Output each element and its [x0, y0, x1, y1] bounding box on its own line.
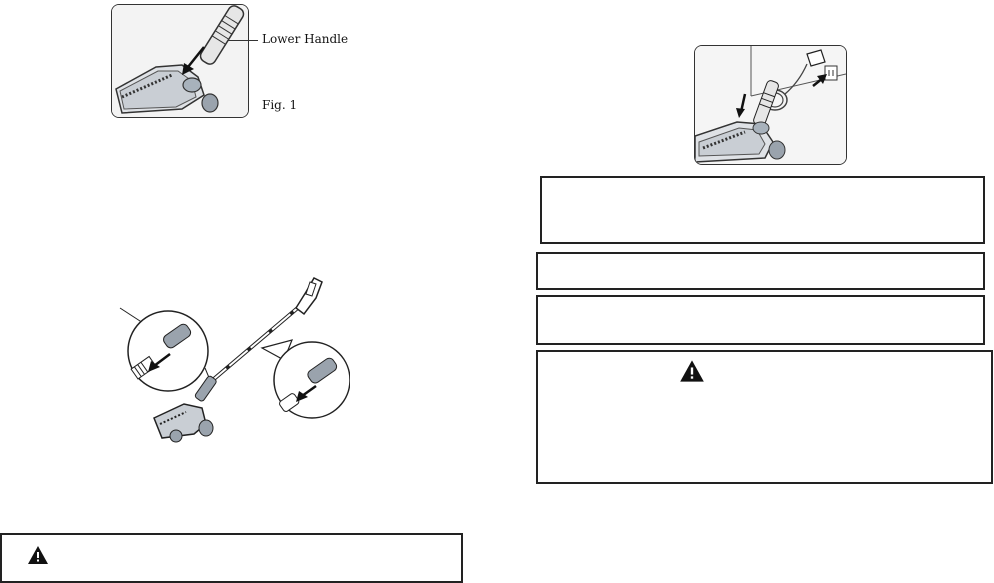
vacuum-lower-handle-illustration [112, 5, 248, 117]
notice-box-3 [536, 295, 985, 345]
figure-2-image [110, 268, 350, 458]
notice-box-1 [540, 176, 985, 244]
notice-box-2 [536, 252, 985, 290]
figure-1-image [111, 4, 249, 118]
warning-triangle-icon [28, 546, 48, 564]
callout-leader-line [228, 40, 258, 41]
warning-box-left [0, 533, 463, 583]
lower-handle-label: Lower Handle [262, 32, 349, 46]
warning-box-right [536, 350, 993, 484]
warning-triangle-icon [680, 360, 704, 382]
handle-assembly-illustration [119, 277, 350, 443]
vacuum-charger-illustration [695, 46, 846, 164]
figure-1-caption: Fig. 1 [262, 98, 298, 112]
figure-charging-image [694, 45, 847, 165]
